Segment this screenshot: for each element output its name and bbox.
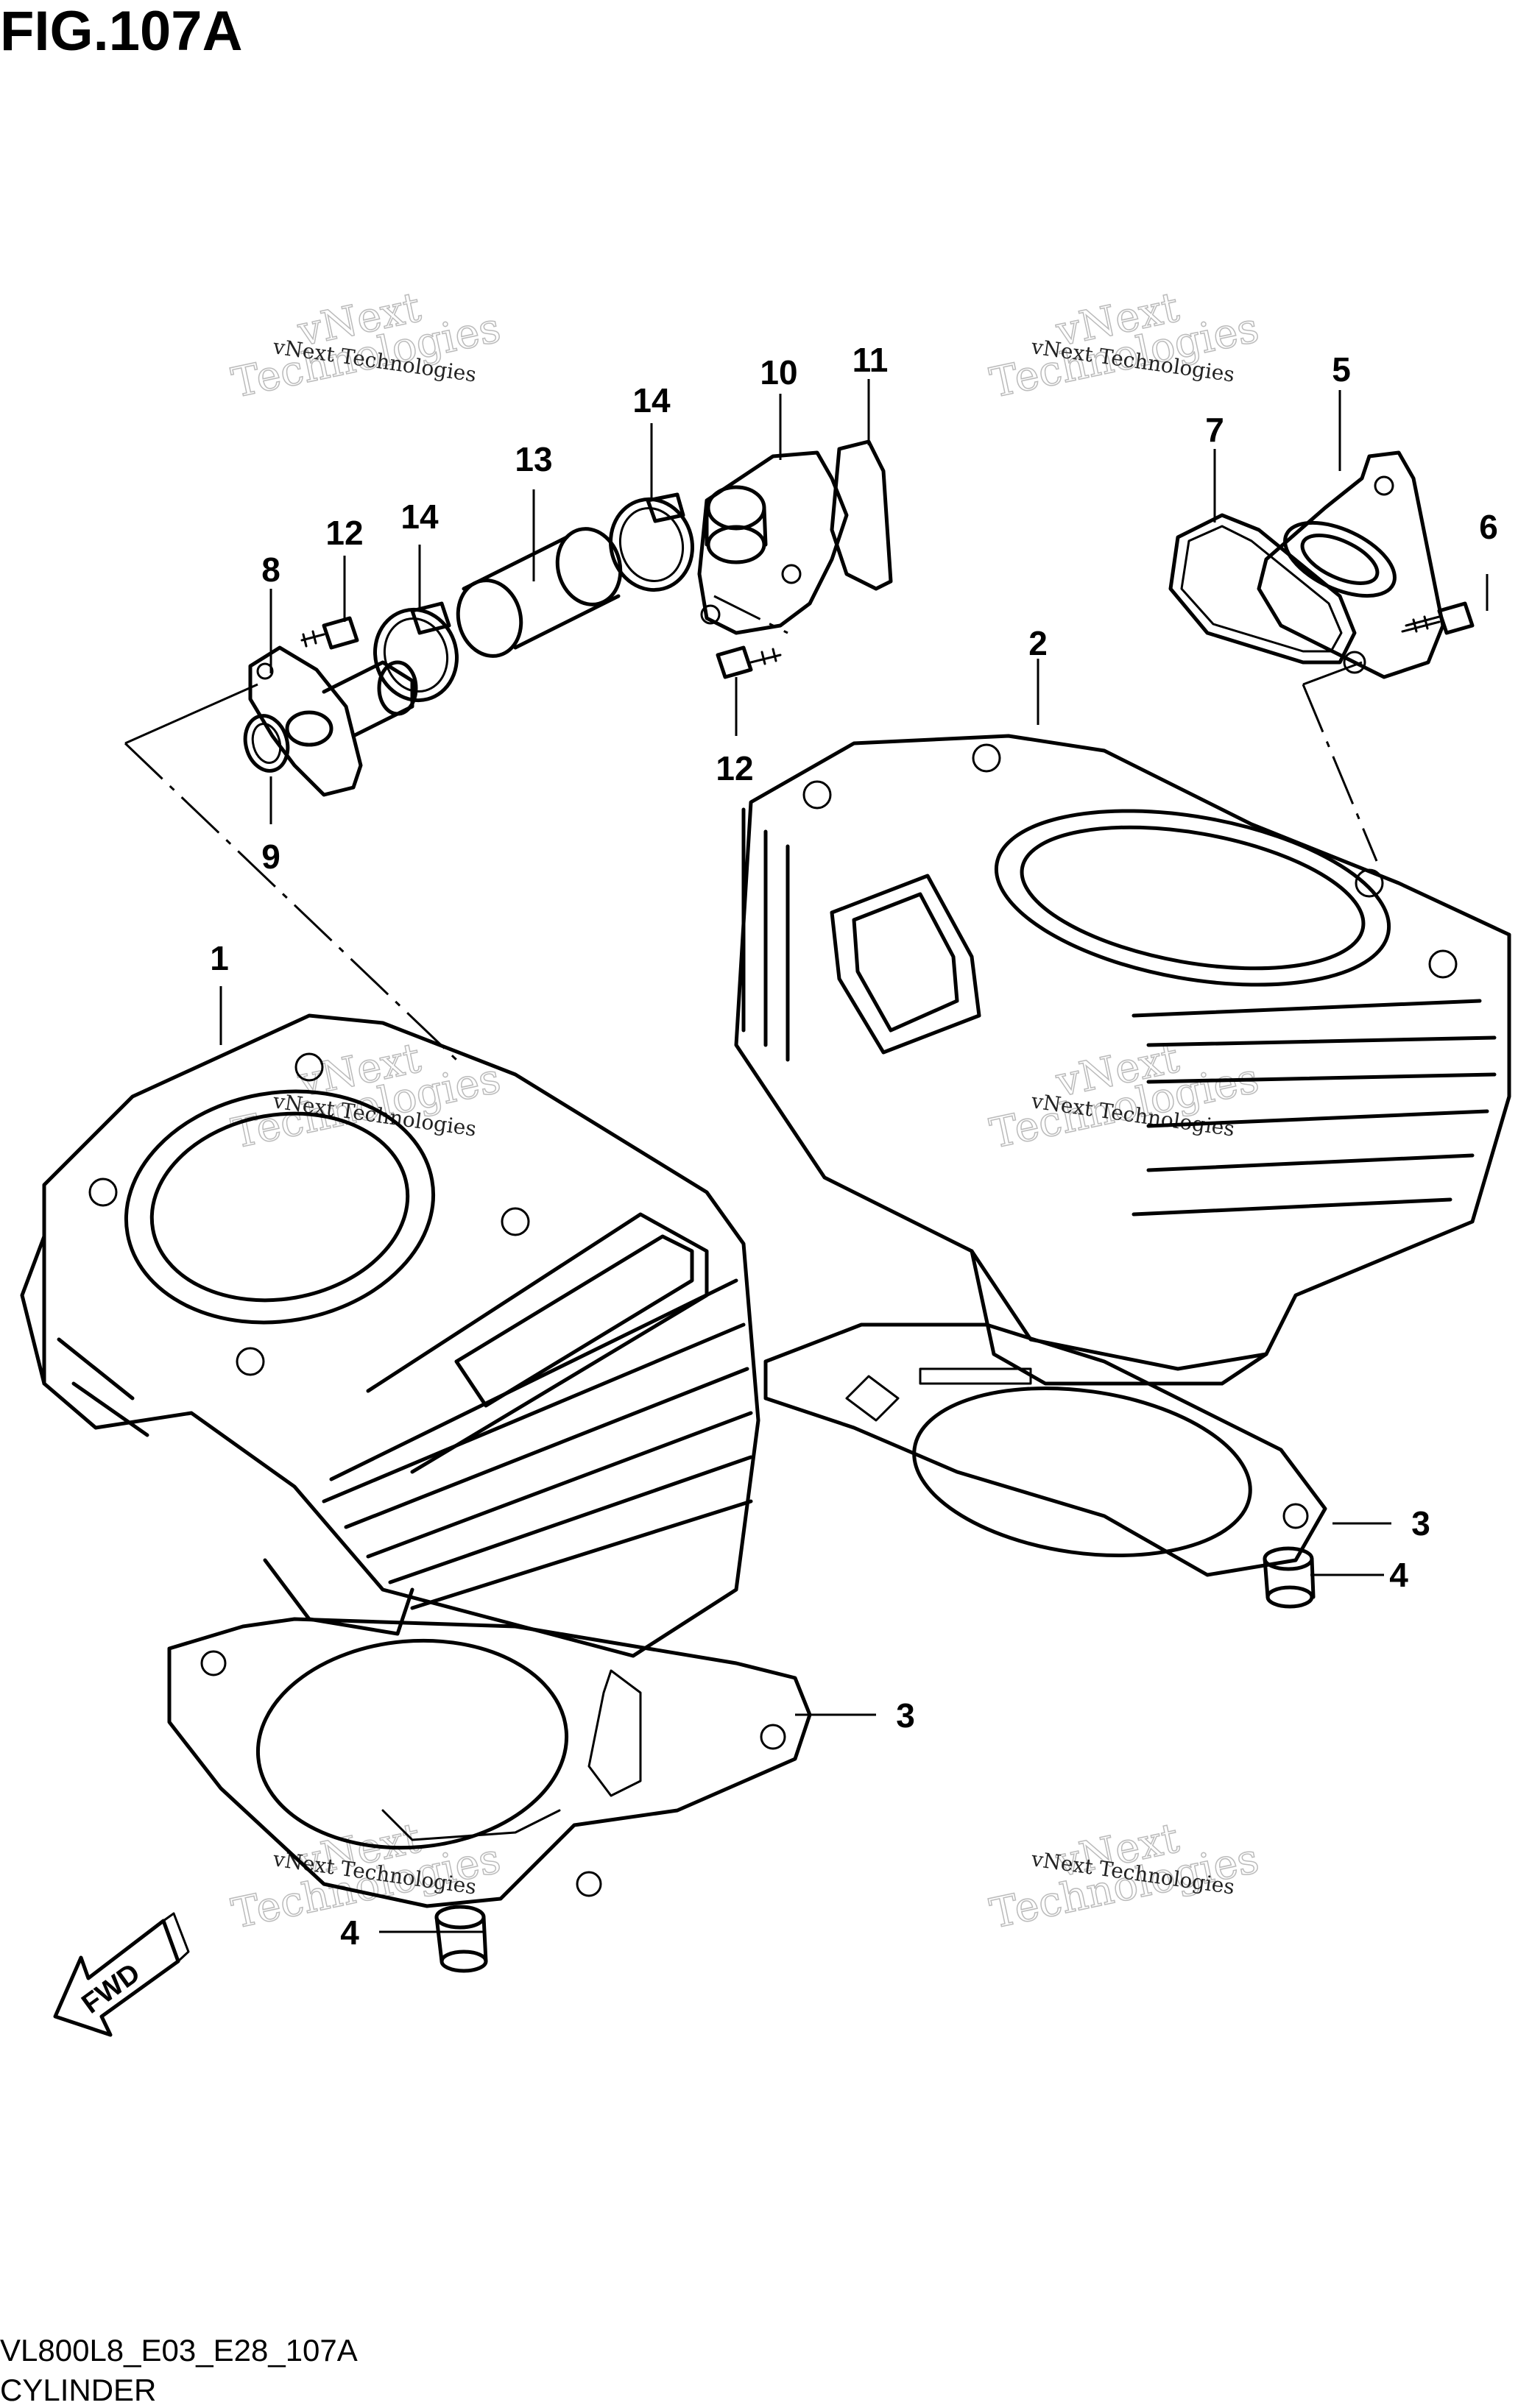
callout-10: 10 <box>760 353 797 392</box>
assembly-line-front-bracket <box>124 683 258 745</box>
callout-13: 13 <box>515 440 552 478</box>
callout-11: 11 <box>852 341 889 379</box>
callout-8: 8 <box>261 550 280 589</box>
o-ring-9 <box>243 714 290 773</box>
leader-lines <box>219 379 1489 1933</box>
thermostat-gasket <box>830 439 893 591</box>
cylinder-base-gasket-rear <box>763 1322 1327 1577</box>
watermark-bottom-right: Technologies vNext vNext Technologies <box>986 1813 1264 1938</box>
assembly-line-thermostat <box>713 595 788 634</box>
dowel-pin-rear <box>1263 1546 1316 1609</box>
callout-1: 1 <box>210 939 229 977</box>
watermark-mid-right: Technologies vNext vNext Technologies <box>986 1033 1264 1158</box>
assembly-line-front <box>124 742 458 1061</box>
bolt-6 <box>1401 601 1475 635</box>
callout-14-left: 14 <box>400 497 439 536</box>
callout-9: 9 <box>261 838 280 876</box>
figure-title: FIG.107A <box>0 0 242 63</box>
callout-2: 2 <box>1028 624 1048 662</box>
bolt-12-left <box>300 616 359 650</box>
assembly-line-rear <box>1302 684 1378 862</box>
rear-cylinder <box>734 734 1511 1386</box>
callout-4-rear: 4 <box>1389 1556 1408 1594</box>
figure-code: VL800L8_E03_E28_107A <box>0 2333 358 2368</box>
hose-clamp-left <box>373 601 459 703</box>
figure-name: CYLINDER <box>0 2373 156 2407</box>
callout-4-front: 4 <box>340 1913 359 1952</box>
fwd-arrow-icon: FWD <box>53 1912 190 2037</box>
front-cylinder <box>20 1013 760 1658</box>
callout-3-front: 3 <box>896 1696 915 1735</box>
callout-7: 7 <box>1205 411 1224 449</box>
cylinder-base-gasket-front <box>167 1617 812 1908</box>
callout-14-right: 14 <box>632 381 671 419</box>
o-ring-gasket-rear <box>1168 513 1357 665</box>
thermostat-housing <box>697 450 849 635</box>
watermark-top-right: Technologies vNext vNext Technologies <box>986 283 1264 408</box>
callout-6: 6 <box>1479 508 1498 546</box>
bolt-12-center <box>716 645 782 679</box>
dowel-pin-front <box>434 1905 488 1973</box>
callout-5: 5 <box>1332 350 1351 389</box>
water-hose <box>456 527 623 658</box>
hose-clamp-right <box>609 492 694 592</box>
watermark-top-left: Technologies vNext vNext Technologies <box>227 283 506 408</box>
callout-3-rear: 3 <box>1411 1504 1430 1543</box>
callout-12-left: 12 <box>325 514 363 552</box>
callout-12-center: 12 <box>716 749 753 787</box>
assembly-line-rear-bracket <box>1302 661 1363 686</box>
